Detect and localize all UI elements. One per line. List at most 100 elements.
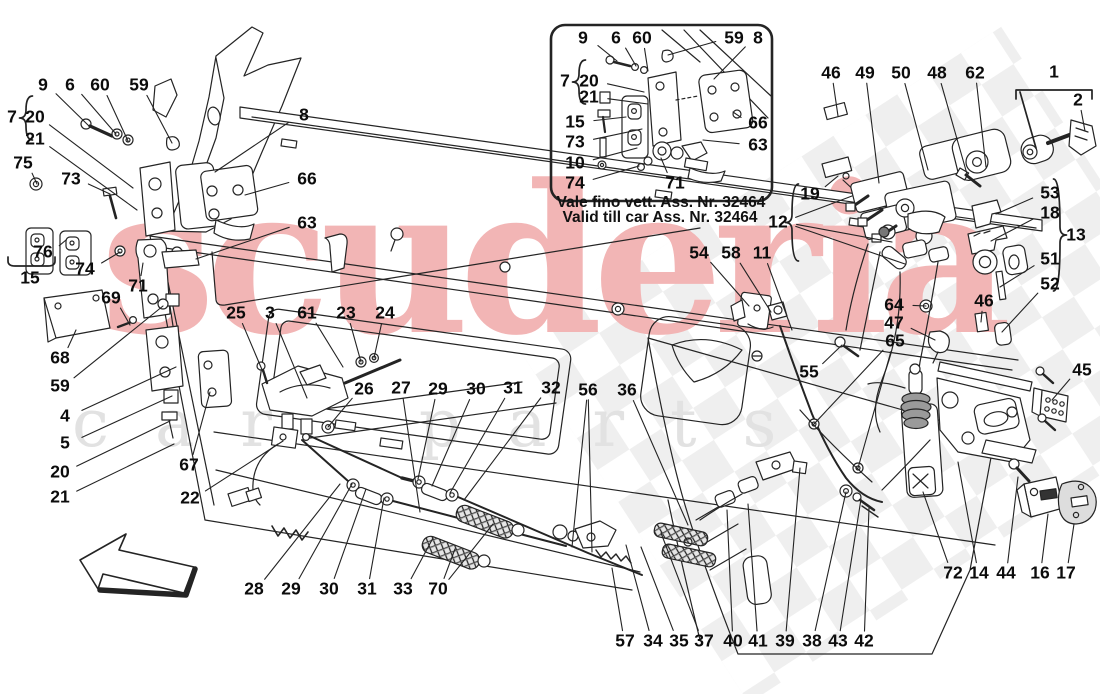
part-label-44: 44 xyxy=(996,562,1016,583)
part-label-27: 27 xyxy=(391,377,411,398)
part-label-62: 62 xyxy=(965,62,985,83)
part-label-73: 73 xyxy=(565,131,585,152)
part-label-21: 21 xyxy=(579,86,599,107)
part-label-52: 52 xyxy=(1040,273,1060,294)
part-label-11: 11 xyxy=(752,242,772,263)
part-label-26: 26 xyxy=(354,378,374,399)
part-label-61: 61 xyxy=(297,302,317,323)
part-label-13: 13 xyxy=(1066,224,1086,245)
part-label-16: 16 xyxy=(1030,562,1050,583)
part-label-68: 68 xyxy=(50,347,70,368)
part-label-15: 15 xyxy=(565,111,585,132)
part-label-2: 2 xyxy=(1073,89,1083,110)
part-label-53: 53 xyxy=(1040,182,1060,203)
validity-note-line1: Vale fino vett. Ass. Nr. 32464 xyxy=(556,194,766,211)
part-label-69: 69 xyxy=(101,287,121,308)
part-label-59: 59 xyxy=(50,375,70,396)
part-label-60: 60 xyxy=(632,27,652,48)
part-label-42: 42 xyxy=(854,630,874,651)
door-outer-panel xyxy=(149,227,1019,591)
latch-rods-and-cables xyxy=(271,325,883,576)
part-label-76: 76 xyxy=(33,241,53,262)
part-label-50: 50 xyxy=(891,62,911,83)
brace-glyphs xyxy=(7,59,1093,292)
rear-latch-bracket xyxy=(730,291,788,331)
part-label-39: 39 xyxy=(775,630,795,651)
part-label-17: 17 xyxy=(1056,562,1076,583)
part-label-20: 20 xyxy=(579,70,599,91)
part-label-8: 8 xyxy=(299,104,309,125)
part-label-73: 73 xyxy=(61,168,81,189)
part-label-74: 74 xyxy=(75,258,95,279)
part-label-63: 63 xyxy=(297,212,317,233)
part-label-60: 60 xyxy=(90,74,110,95)
part-label-18: 18 xyxy=(1040,202,1060,223)
part-label-7: 7 xyxy=(7,106,17,127)
part-label-14: 14 xyxy=(969,562,989,583)
part-label-10: 10 xyxy=(565,152,585,173)
part-label-49: 49 xyxy=(855,62,875,83)
part-label-51: 51 xyxy=(1040,248,1060,269)
part-label-35: 35 xyxy=(669,630,689,651)
part-label-47: 47 xyxy=(884,312,904,333)
part-label-43: 43 xyxy=(828,630,848,651)
part-label-34: 34 xyxy=(643,630,663,651)
part-label-72: 72 xyxy=(943,562,963,583)
part-label-54: 54 xyxy=(689,242,709,263)
part-label-5: 5 xyxy=(60,432,70,453)
part-label-58: 58 xyxy=(721,242,741,263)
part-label-67: 67 xyxy=(179,454,199,475)
part-label-71: 71 xyxy=(128,275,148,296)
direction-arrow xyxy=(79,533,198,598)
part-label-29: 29 xyxy=(281,578,301,599)
fasteners-top-left xyxy=(25,118,180,343)
validity-note-line2: Valid till car Ass. Nr. 32464 xyxy=(562,209,758,226)
part-label-7: 7 xyxy=(560,70,570,91)
part-label-46: 46 xyxy=(974,290,994,311)
part-label-63: 63 xyxy=(748,134,768,155)
part-label-25: 25 xyxy=(226,302,246,323)
part-label-48: 48 xyxy=(927,62,947,83)
part-label-71: 71 xyxy=(665,172,685,193)
part-label-75: 75 xyxy=(13,152,33,173)
interior-handle-assembly xyxy=(227,353,402,507)
part-label-23: 23 xyxy=(336,302,356,323)
part-label-65: 65 xyxy=(885,330,905,351)
part-label-70: 70 xyxy=(428,578,448,599)
part-label-30: 30 xyxy=(319,578,339,599)
part-label-24: 24 xyxy=(375,302,395,323)
part-label-56: 56 xyxy=(578,379,598,400)
part-label-21: 21 xyxy=(50,486,70,507)
part-label-12: 12 xyxy=(768,211,788,232)
leader-lines xyxy=(31,40,1086,632)
part-label-59: 59 xyxy=(724,27,744,48)
part-label-36: 36 xyxy=(617,379,637,400)
part-label-37: 37 xyxy=(694,630,714,651)
part-label-40: 40 xyxy=(723,630,743,651)
part-label-20: 20 xyxy=(50,461,70,482)
part-label-6: 6 xyxy=(65,74,75,95)
part-label-66: 66 xyxy=(748,112,768,133)
part-label-41: 41 xyxy=(748,630,768,651)
exterior-handle-mechanism xyxy=(799,101,1097,483)
part-label-64: 64 xyxy=(884,294,904,315)
part-label-30: 30 xyxy=(466,378,486,399)
part-label-59: 59 xyxy=(129,74,149,95)
part-label-8: 8 xyxy=(753,27,763,48)
part-label-46: 46 xyxy=(821,62,841,83)
part-label-3: 3 xyxy=(265,302,275,323)
part-label-1: 1 xyxy=(1049,61,1059,82)
part-label-66: 66 xyxy=(297,168,317,189)
part-label-74: 74 xyxy=(565,172,585,193)
hinge-cluster xyxy=(116,161,259,439)
part-label-9: 9 xyxy=(38,74,48,95)
part-label-20: 20 xyxy=(25,106,45,127)
inset-detail-box xyxy=(549,23,774,203)
part-label-19: 19 xyxy=(800,183,820,204)
part-label-9: 9 xyxy=(578,27,588,48)
part-label-29: 29 xyxy=(428,378,448,399)
part-label-28: 28 xyxy=(244,578,264,599)
part-label-22: 22 xyxy=(180,487,200,508)
part-label-32: 32 xyxy=(541,377,561,398)
